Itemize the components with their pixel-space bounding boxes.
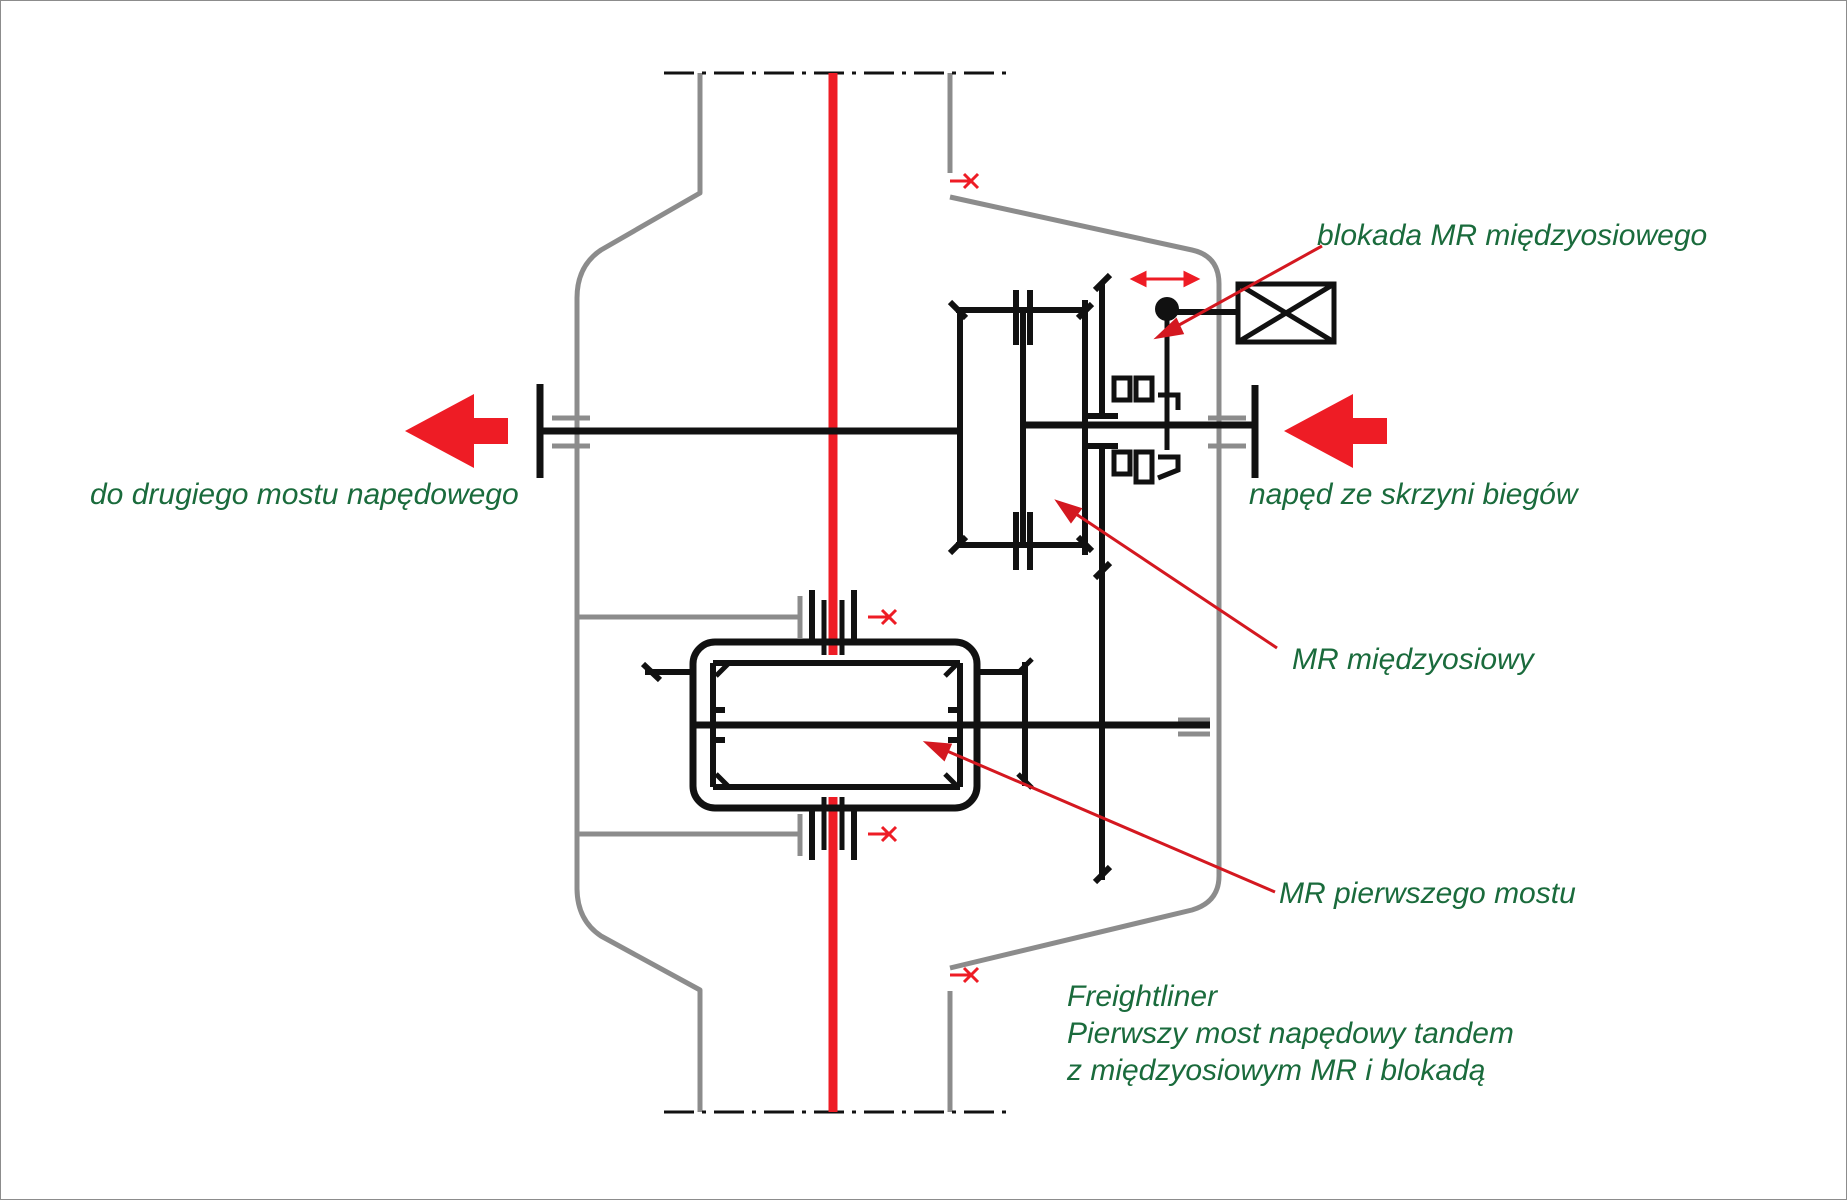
clutch-collar-lower	[1157, 454, 1181, 481]
actuator-motion-arrow	[1129, 270, 1201, 288]
diff-tooth-4	[1075, 534, 1095, 554]
through-shaft	[536, 384, 1259, 478]
caption-line-2: Pierwszy most napędowy tandem	[1067, 1017, 1514, 1050]
actuator-cross-2	[1236, 281, 1336, 345]
pointer-leaders	[922, 244, 1323, 894]
diff-tooth-2	[1075, 301, 1095, 321]
diff-tooth-right-bottom	[943, 772, 959, 788]
ring-gear-tooth	[640, 661, 663, 683]
drive-gear-upper-tooth	[1092, 272, 1113, 293]
inter-axle-differential	[947, 272, 1118, 885]
diff-tooth-3	[947, 534, 969, 556]
bearing-mark-hub-lower	[868, 825, 898, 843]
housing-left-wall	[574, 73, 703, 1112]
clutch-dog-lower-1	[1111, 449, 1133, 477]
motion-arrow-right	[1183, 270, 1201, 288]
actuator-box-icon	[1235, 281, 1337, 345]
lock-clutch	[1111, 310, 1181, 485]
label-input: napęd ze skrzyni biegów	[1249, 478, 1580, 511]
axle-housing	[552, 73, 1246, 1112]
diff-tooth-left-bottom	[714, 772, 730, 788]
motion-arrow-left	[1129, 270, 1147, 288]
bearing-mark-bottom-right	[950, 966, 980, 984]
pointer-inter-axle-diff	[1054, 499, 1278, 650]
output-arrow-icon	[405, 394, 508, 468]
shift-lever-pivot	[1155, 297, 1179, 321]
label-lock: blokada MR międzyosiowego	[1317, 219, 1707, 252]
clutch-dog-lower-2	[1133, 449, 1155, 485]
bearing-mark-top-right	[950, 172, 980, 190]
input-arrow-icon	[1284, 394, 1387, 468]
clutch-dog-upper-2	[1133, 375, 1155, 403]
clutch-dog-upper-1	[1111, 375, 1133, 403]
housing-right-wall	[949, 194, 1222, 971]
bearing-x-icon	[868, 172, 980, 984]
diff-tooth-1	[947, 299, 969, 321]
label-output: do drugiego mostu napędowego	[90, 478, 519, 511]
pointer-first-axle-diff	[922, 741, 1276, 894]
caption-line-3: z międzyosiowym MR i blokadą	[1066, 1054, 1485, 1087]
drive-gear-tooth-bottom	[1092, 864, 1113, 885]
pointer-lock	[1153, 244, 1323, 340]
drive-gear-tooth-mid	[1092, 560, 1113, 581]
first-axle-differential	[640, 590, 1210, 860]
diff-tooth-right-top	[943, 662, 959, 678]
caption-line-1: Freightliner	[1067, 980, 1218, 1013]
diff-tooth-left-top	[714, 662, 730, 678]
label-inter-axle-diff: MR międzyosiowy	[1292, 643, 1536, 676]
label-first-axle-diff: MR pierwszego mostu	[1279, 877, 1576, 910]
pinion-tooth-top	[1016, 657, 1034, 675]
bearing-mark-hub-upper	[868, 608, 898, 626]
